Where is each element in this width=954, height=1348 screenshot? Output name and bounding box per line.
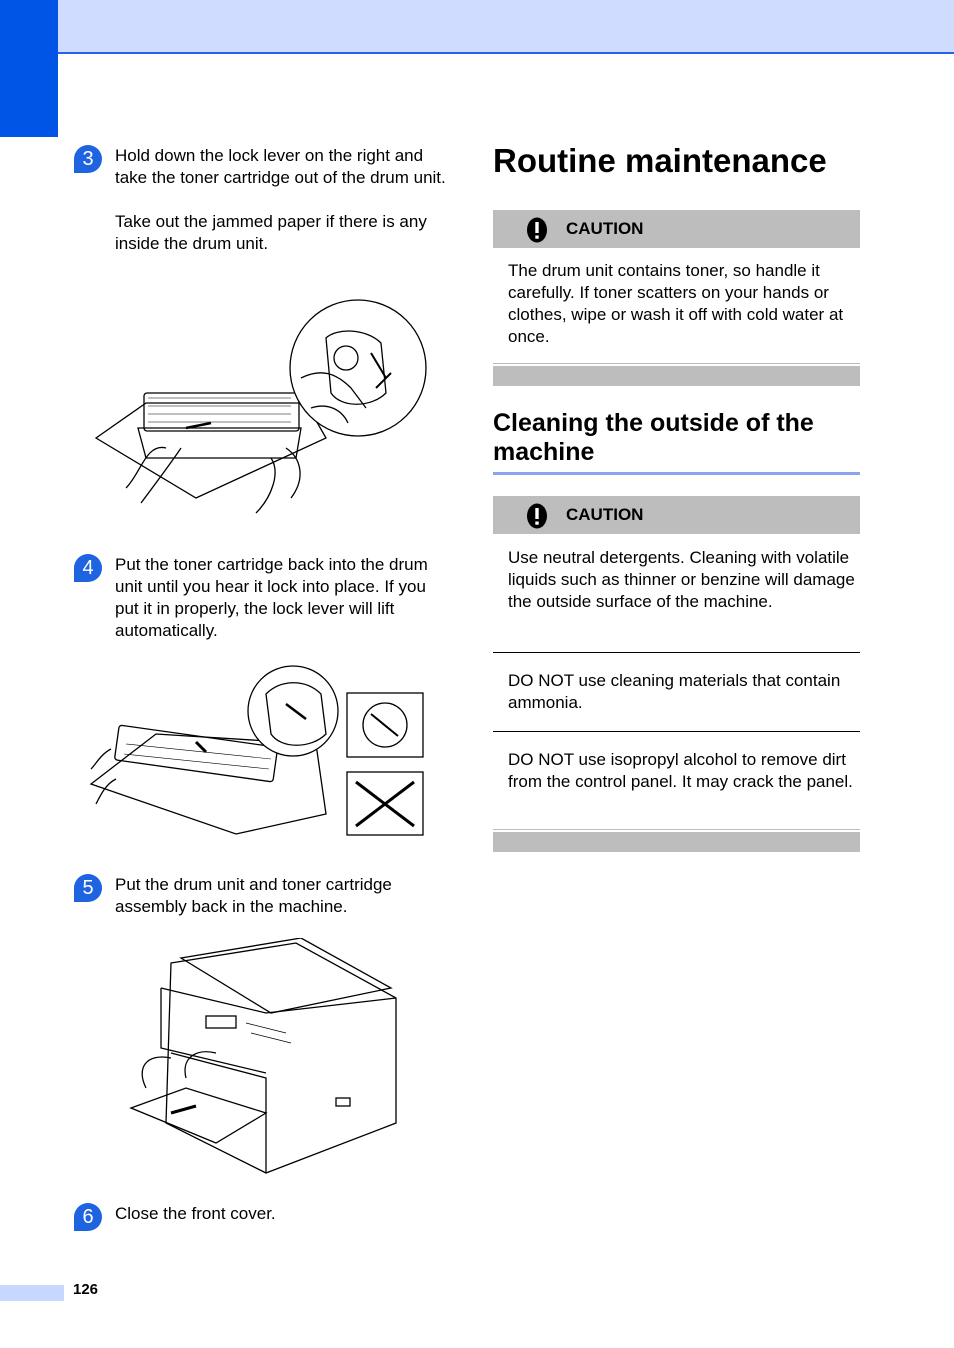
step-text: Hold down the lock lever on the right an…: [115, 146, 446, 253]
step-text: Put the drum unit and toner cartridge as…: [115, 875, 392, 916]
caution-item: Use neutral detergents. Cleaning with vo…: [508, 548, 855, 611]
step-text: Close the front cover.: [115, 1204, 276, 1223]
caution-label: CAUTION: [566, 219, 644, 238]
step-number: 4: [74, 554, 102, 582]
caution-label: CAUTION: [566, 505, 644, 524]
step-number: 5: [74, 874, 102, 902]
caution-item-divider: [493, 731, 860, 732]
header-band: [0, 0, 954, 54]
caution-item: DO NOT use isopropyl alcohol to remove d…: [508, 750, 853, 791]
caution-footer: [493, 366, 860, 386]
subsection-title: Cleaning the outside of the machine: [493, 409, 814, 466]
caution-item: DO NOT use cleaning materials that conta…: [508, 671, 841, 712]
page-number: 126: [73, 1281, 99, 1298]
step-number: 3: [74, 145, 102, 173]
machine-drum-install-illustration: [129, 938, 397, 1174]
caution-divider: [493, 829, 860, 830]
subsection-rule: [493, 472, 860, 475]
exclamation-icon: [527, 217, 547, 243]
step-text: Put the toner cartridge back into the dr…: [115, 555, 428, 640]
caution-item-divider: [493, 652, 860, 653]
toner-removal-illustration: [94, 299, 427, 514]
caution-header: CAUTION: [493, 210, 860, 248]
step-3: 3 Hold down the lock lever on the right …: [74, 145, 446, 255]
section-title: Routine maintenance: [493, 142, 827, 179]
toner-insert-illustration: [89, 665, 424, 836]
step-number: 6: [74, 1203, 102, 1231]
exclamation-icon: [527, 503, 547, 529]
step-5: 5 Put the drum unit and toner cartridge …: [74, 874, 446, 918]
caution-divider: [493, 363, 860, 364]
page-number-tab: [0, 1285, 64, 1301]
caution-footer: [493, 832, 860, 852]
step-6: 6 Close the front cover.: [74, 1203, 446, 1231]
chapter-tab: [0, 0, 58, 137]
caution-header: CAUTION: [493, 496, 860, 534]
step-4: 4 Put the toner cartridge back into the …: [74, 554, 446, 642]
caution-text: The drum unit contains toner, so handle …: [508, 261, 844, 346]
